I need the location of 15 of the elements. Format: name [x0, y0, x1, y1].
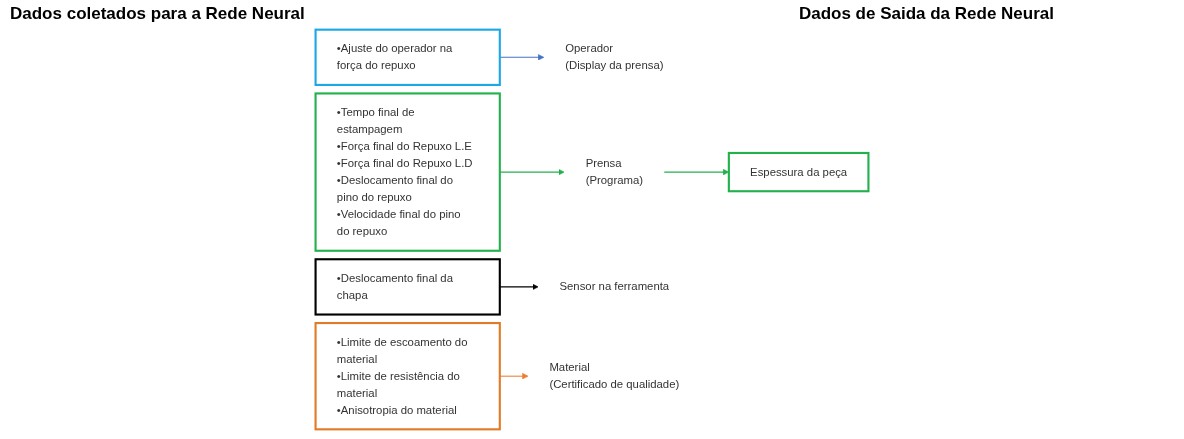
node-box: •Deslocamento final da chapa [314, 258, 501, 316]
node-box: •Limite de escoamento do material •Limite de resistência do material •Anisotropia do material [314, 321, 501, 431]
arrow [499, 54, 545, 61]
node-box: •Tempo final de estampagem •Força final do Repuxo L.E •Força final do Repuxo L.D •Deslocamento final do pino do repuxo •Velocidade final do pino do repuxo [314, 92, 501, 252]
node-text: Operador (Display da prensa) [565, 42, 664, 72]
arrow [499, 373, 529, 380]
node-box: Espessura da peça [727, 151, 870, 193]
arrow [499, 283, 539, 290]
section-heading: Dados de Saida da Rede Neural [798, 4, 1054, 24]
node-box: •Ajuste do operador na força do repuxo [314, 28, 501, 86]
diagram-title: Dados coletados para a Rede Neural [10, 4, 305, 24]
arrow [499, 169, 565, 176]
node-text: Prensa (Programa) [585, 157, 643, 187]
node-text: Sensor na ferramenta [559, 280, 670, 293]
node-text: Material (Certificado de qualidade) [549, 361, 680, 391]
